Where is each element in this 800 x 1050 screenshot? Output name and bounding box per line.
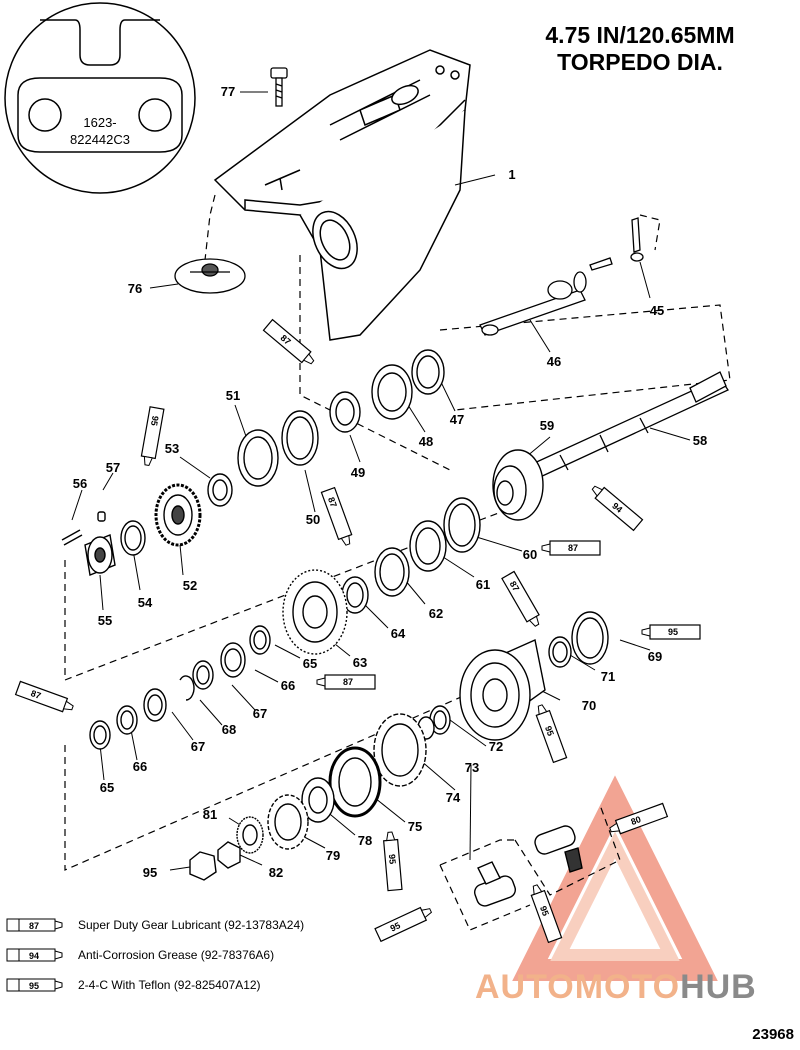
callout-67-b: 67 <box>191 739 205 754</box>
callout-80: 81 <box>203 807 217 822</box>
tube-label: 95 <box>543 724 556 737</box>
legend-row: 87 Super Duty Gear Lubricant (92-13783A2… <box>6 910 304 940</box>
drive-coupler <box>61 511 116 576</box>
callout-71: 71 <box>601 669 615 684</box>
callout-64: 64 <box>391 626 406 641</box>
watermark: AUTOMOTOHUB <box>475 968 757 1007</box>
callout-53: 53 <box>165 441 179 456</box>
tube-label: 80 <box>629 814 642 827</box>
tube-label: 87 <box>568 543 578 553</box>
tube-label: 87 <box>508 579 522 593</box>
callout-51: 51 <box>226 388 240 403</box>
legend-code: 94 <box>29 951 39 961</box>
diagram-title: 4.75 IN/120.65MM TORPEDO DIA. <box>490 22 790 76</box>
callout-57: 57 <box>106 460 120 475</box>
callout-63: 63 <box>353 655 367 670</box>
shift-linkage <box>479 217 644 336</box>
lubricant-legend: 87 Super Duty Gear Lubricant (92-13783A2… <box>6 910 304 1000</box>
callout-77: 77 <box>221 84 235 99</box>
callout-54: 54 <box>138 595 153 610</box>
callout-73: 73 <box>465 760 479 775</box>
legend-text: Super Duty Gear Lubricant (92-13783A24) <box>78 918 305 932</box>
lubricant-tubes: 87 95 87 94 87 87 95 <box>14 318 701 944</box>
callout-79: 79 <box>326 848 340 863</box>
legend-code: 87 <box>29 921 39 931</box>
title-line-1: 4.75 IN/120.65MM <box>545 22 735 48</box>
tube-icon: 87 <box>6 918 68 932</box>
callout-81: 82 <box>269 865 283 880</box>
callout-62: 62 <box>429 606 443 621</box>
bearings-and-races <box>89 349 609 750</box>
title-line-2: TORPEDO DIA. <box>557 49 723 75</box>
callout-60: 60 <box>523 547 537 562</box>
callout-82: 95 <box>143 865 157 880</box>
shift-cam-assembly <box>473 825 583 907</box>
inset-detail: 1623- 822442C3 <box>4 2 196 194</box>
callout-78: 78 <box>358 833 372 848</box>
bearing-retainer <box>282 569 348 655</box>
callout-67: 67 <box>253 706 267 721</box>
legend-text: 2-4-C With Teflon (92-825407A12) <box>78 978 261 992</box>
callout-66-b: 66 <box>133 759 147 774</box>
watermark-triangle-icon <box>512 775 718 981</box>
anode <box>174 258 246 294</box>
callout-48: 48 <box>419 434 433 449</box>
forward-gear <box>492 449 544 521</box>
callout-72: 72 <box>489 739 503 754</box>
watermark-part-2: HUB <box>680 968 757 1006</box>
callout-65-b: 65 <box>100 780 114 795</box>
callout-49: 49 <box>351 465 365 480</box>
legend-text: Anti-Corrosion Grease (92-78376A6) <box>78 948 275 962</box>
legend-row: 94 Anti-Corrosion Grease (92-78376A6) <box>6 940 304 970</box>
watermark-part-1: AUTOMOTO <box>475 968 681 1006</box>
tube-icon: 95 <box>6 978 68 992</box>
locking-rings <box>189 713 427 881</box>
callout-59: 59 <box>540 418 554 433</box>
propeller-shaft <box>529 371 729 479</box>
tube-label: 87 <box>279 333 293 347</box>
callout-1: 1 <box>508 167 515 182</box>
callout-68: 68 <box>222 722 236 737</box>
tube-icon: 94 <box>6 948 68 962</box>
inset-label-1: 1623- <box>83 115 116 130</box>
bolt <box>270 67 288 107</box>
legend-code: 95 <box>29 981 39 991</box>
callout-47: 47 <box>450 412 464 427</box>
callout-56: 56 <box>73 476 87 491</box>
callout-45: 45 <box>650 303 664 318</box>
gear-housing <box>213 49 471 341</box>
callout-61: 61 <box>476 577 490 592</box>
tube-label: 95 <box>149 415 161 427</box>
tube-label: 95 <box>538 904 551 917</box>
callout-52: 52 <box>183 578 197 593</box>
tube-label: 95 <box>389 920 402 933</box>
callout-75: 75 <box>408 819 422 834</box>
callout-65: 65 <box>303 656 317 671</box>
tube-label: 95 <box>668 627 678 637</box>
tube-label: 87 <box>343 677 353 687</box>
pinion-gear <box>154 483 202 547</box>
leader-frame-lines <box>64 194 731 931</box>
inset-label-2: 822442C3 <box>70 132 130 147</box>
bearing-carrier <box>459 639 546 741</box>
callout-69: 69 <box>648 649 662 664</box>
tube-label: 87 <box>326 496 339 509</box>
callout-55: 55 <box>98 613 112 628</box>
callout-50: 50 <box>306 512 320 527</box>
part-callouts: 77 1 76 45 46 47 48 49 51 53 57 56 59 58… <box>73 84 707 880</box>
callout-46: 46 <box>547 354 561 369</box>
callout-74: 74 <box>446 790 461 805</box>
callout-76: 76 <box>128 281 142 296</box>
callout-70: 70 <box>582 698 596 713</box>
tube-label: 94 <box>610 501 624 515</box>
callout-58: 58 <box>693 433 707 448</box>
callout-66: 66 <box>281 678 295 693</box>
tube-label: 95 <box>387 854 398 865</box>
legend-row: 95 2-4-C With Teflon (92-825407A12) <box>6 970 304 1000</box>
tube-label: 87 <box>29 688 42 701</box>
document-number: 23968 <box>752 1026 794 1043</box>
